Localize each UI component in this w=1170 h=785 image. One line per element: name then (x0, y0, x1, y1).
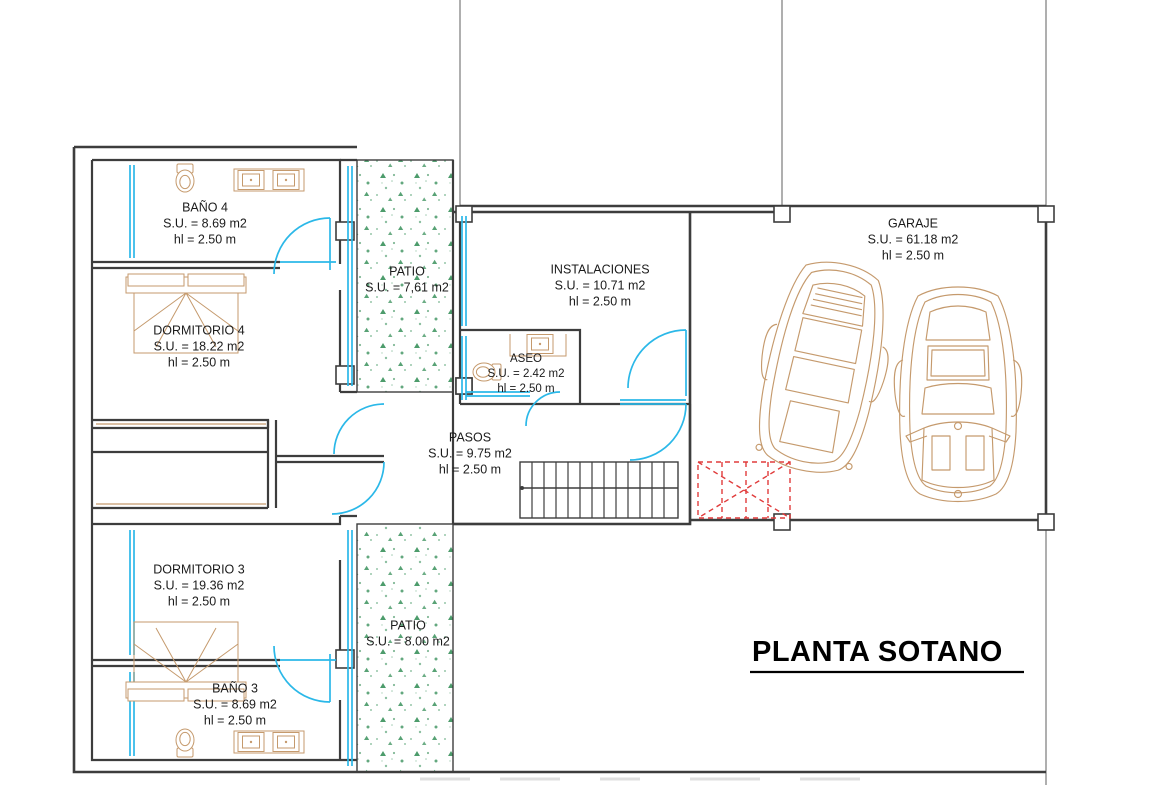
room-area: S.U. = 8.00 m2 (366, 634, 450, 648)
staircase (519, 461, 679, 519)
room-label-dormitorio4: DORMITORIO 4 S.U. = 18.22 m2 hl = 2.50 m (153, 323, 244, 369)
door-swings (273, 217, 687, 703)
car-right (893, 286, 1023, 503)
room-area: S.U. = 7,61 m2 (365, 280, 449, 294)
fixture-sink-aseo (526, 334, 554, 354)
drawing-title: PLANTA SOTANO (752, 636, 1003, 668)
room-label-instalaciones: INSTALACIONES S.U. = 10.71 m2 hl = 2.50 … (550, 262, 649, 308)
room-area: S.U. = 8.69 m2 (193, 697, 277, 711)
room-label-bano4: BAÑO 4 S.U. = 8.69 m2 hl = 2.50 m (163, 200, 247, 246)
room-height: hl = 2.50 m (174, 232, 236, 246)
fixture-toilet-bano4 (175, 163, 195, 193)
column-markers (335, 205, 1055, 669)
fixture-sink-bano3-left (237, 732, 265, 752)
room-label-pasos: PASOS S.U. = 9.75 m2 hl = 2.50 m (428, 430, 512, 476)
room-area: S.U. = 8.69 m2 (163, 216, 247, 230)
room-label-patio-north: PATIO S.U. = 7,61 m2 (365, 264, 449, 294)
room-name: ASEO (510, 353, 542, 365)
fixture-sink-bano4-right (272, 170, 300, 190)
wardrobe-lines (96, 423, 266, 505)
room-label-garaje: GARAJE S.U. = 61.18 m2 hl = 2.50 m (868, 216, 959, 262)
fixture-sink-bano4-left (237, 170, 265, 190)
vehicle-ramp-dashed (697, 461, 791, 519)
room-height: hl = 2.50 m (168, 594, 230, 608)
wall-structure (72, 145, 1048, 774)
room-label-aseo: ASEO S.U. = 2.42 m2 hl = 2.50 m (487, 353, 564, 395)
room-label-group: BAÑO 4 S.U. = 8.69 m2 hl = 2.50 m DORMIT… (153, 200, 958, 727)
room-area: S.U. = 2.42 m2 (487, 368, 564, 380)
room-height: hl = 2.50 m (882, 248, 944, 262)
room-area: S.U. = 9.75 m2 (428, 446, 512, 460)
room-name: INSTALACIONES (550, 262, 649, 276)
room-name: PASOS (449, 430, 491, 444)
room-name: PATIO (390, 618, 426, 632)
patio-north-fill (356, 159, 454, 393)
room-label-patio-south: PATIO S.U. = 8.00 m2 (366, 618, 450, 648)
drawing-title-group: PLANTA SOTANO (750, 636, 1024, 674)
room-name: BAÑO 4 (182, 200, 228, 214)
fixture-counter-bano3 (233, 730, 305, 754)
room-area: S.U. = 18.22 m2 (154, 339, 245, 353)
room-name: BAÑO 3 (212, 681, 258, 695)
fixture-counter-aseo (509, 334, 567, 357)
room-name: DORMITORIO 4 (153, 323, 244, 337)
room-height: hl = 2.50 m (497, 383, 554, 395)
room-height: hl = 2.50 m (168, 355, 230, 369)
room-area: S.U. = 10.71 m2 (555, 278, 646, 292)
room-label-dormitorio3: DORMITORIO 3 S.U. = 19.36 m2 hl = 2.50 m (153, 562, 244, 608)
fixture-toilet-bano3 (175, 728, 195, 758)
room-name: DORMITORIO 3 (153, 562, 244, 576)
room-height: hl = 2.50 m (569, 294, 631, 308)
room-height: hl = 2.50 m (204, 713, 266, 727)
room-area: S.U. = 61.18 m2 (868, 232, 959, 246)
room-area: S.U. = 19.36 m2 (154, 578, 245, 592)
room-name: GARAJE (888, 216, 938, 230)
car-left (739, 250, 907, 484)
room-name: PATIO (389, 264, 425, 278)
fixture-sink-bano3-right (272, 732, 300, 752)
fixture-counter-bano4 (233, 168, 305, 192)
room-height: hl = 2.50 m (439, 462, 501, 476)
room-label-bano3: BAÑO 3 S.U. = 8.69 m2 hl = 2.50 m (193, 681, 277, 727)
